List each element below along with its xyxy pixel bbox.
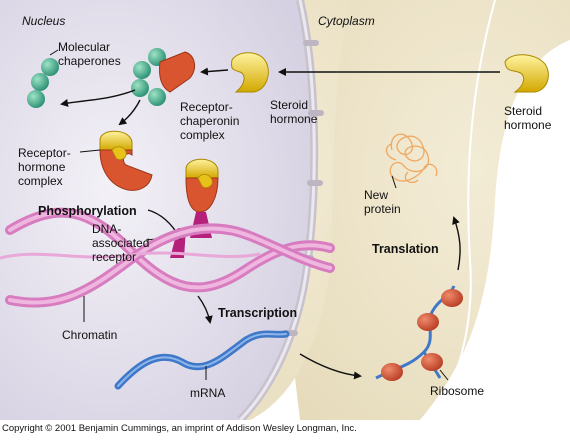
- receptor-chaperonin-complex-shape: [131, 48, 196, 106]
- mrna-label: mRNA: [190, 386, 226, 400]
- chromatin-dna-shape: [0, 207, 335, 308]
- dna-associated-receptor-label: DNA- associated receptor: [92, 222, 150, 264]
- steroid-hormone-outer-label: Steroid hormone: [504, 104, 552, 132]
- receptor-chaperonin-complex-label: Receptor- chaperonin complex: [180, 100, 240, 142]
- nucleus-region: [0, 0, 315, 420]
- phosphorylation-label: Phosphorylation: [38, 204, 137, 218]
- receptor-hormone-complex-shape: [99, 130, 153, 191]
- cytoplasm-label: Cytoplasm: [318, 14, 375, 28]
- diagram-artwork: [0, 0, 570, 420]
- copyright-notice: Copyright © 2001 Benjamin Cummings, an i…: [2, 423, 357, 434]
- steroid-hormone-inner-label: Steroid hormone: [270, 98, 318, 126]
- chromatin-label: Chromatin: [62, 328, 118, 342]
- translation-label: Translation: [372, 242, 439, 256]
- transcription-label: Transcription: [218, 306, 298, 320]
- molecular-chaperones-label: Molecular chaperones: [58, 40, 121, 68]
- ribosome-label: Ribosome: [430, 384, 485, 398]
- new-protein-shape: [385, 133, 438, 184]
- mrna-shape: [114, 330, 290, 390]
- polysome-shape: [375, 285, 463, 381]
- nucleus-label: Nucleus: [22, 14, 66, 28]
- steroid-hormone-outer-shape: [504, 54, 549, 93]
- steroid-hormone-inner-shape: [231, 52, 269, 93]
- receptor-hormone-complex-label: Receptor- hormone complex: [18, 146, 71, 188]
- new-protein-label: New protein: [364, 188, 401, 216]
- molecular-chaperones-shape: [27, 58, 59, 108]
